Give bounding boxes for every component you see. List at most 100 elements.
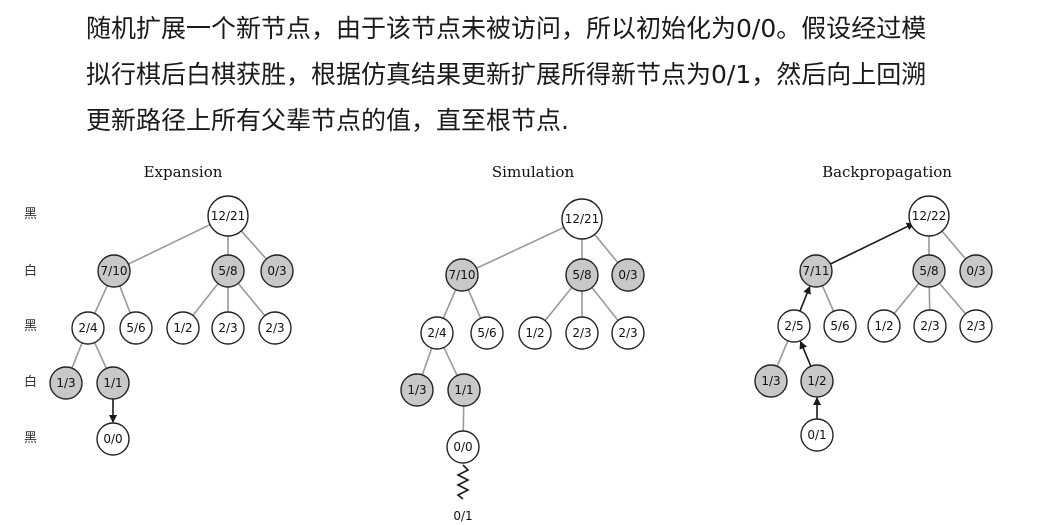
node-circle bbox=[800, 364, 834, 398]
tree-node: 1/2 bbox=[518, 316, 552, 350]
tree-edge bbox=[544, 286, 573, 322]
tree-node: 0/0 bbox=[96, 422, 130, 456]
tree-node: 1/1 bbox=[96, 366, 130, 400]
backprop-arrow bbox=[799, 285, 811, 312]
tree-node: 2/3 bbox=[611, 316, 645, 350]
node-circle bbox=[959, 254, 993, 288]
panel-title-expansion: Expansion bbox=[144, 163, 223, 181]
node-label: 5/8 bbox=[919, 264, 938, 278]
tree-node: 2/3 bbox=[959, 309, 993, 343]
node-circle bbox=[823, 309, 857, 343]
tree-node: 2/3 bbox=[211, 311, 245, 345]
node-circle bbox=[912, 254, 946, 288]
node-label: 12/21 bbox=[211, 209, 246, 223]
node-circle bbox=[207, 195, 249, 237]
tree-node: 12/21 bbox=[561, 198, 603, 240]
node-label: 5/8 bbox=[218, 264, 237, 278]
tree-edge bbox=[128, 222, 214, 265]
panels-layer: Expansion 12/21 7/10 5/8 0/3 2/4 5/6 1/2 2/3 2/3 1… bbox=[49, 163, 993, 523]
node-circle bbox=[913, 309, 947, 343]
row-label-white-2: 白 bbox=[24, 374, 37, 390]
node-label: 1/2 bbox=[807, 374, 826, 388]
tree-node: 0/3 bbox=[260, 254, 294, 288]
tree-node: 2/4 bbox=[420, 316, 454, 350]
node-label: 2/4 bbox=[78, 321, 97, 335]
node-label: 0/0 bbox=[103, 432, 122, 446]
tree-edge bbox=[476, 225, 568, 269]
node-label: 2/3 bbox=[572, 326, 591, 340]
node-label: 1/3 bbox=[56, 376, 75, 390]
tree-edge bbox=[938, 282, 967, 315]
node-circle bbox=[799, 254, 833, 288]
node-label: 0/3 bbox=[618, 268, 637, 282]
panel-title-simulation: Simulation bbox=[492, 163, 575, 181]
backprop-arrow bbox=[799, 340, 812, 367]
node-label: 12/21 bbox=[565, 212, 600, 226]
tree-node: 7/11 bbox=[799, 254, 833, 288]
node-circle bbox=[211, 254, 245, 288]
tree-edge bbox=[237, 282, 266, 317]
node-circle bbox=[97, 254, 131, 288]
tree-edge bbox=[893, 282, 920, 315]
node-label: 1/1 bbox=[103, 376, 122, 390]
node-label: 0/3 bbox=[267, 264, 286, 278]
node-circle bbox=[470, 316, 504, 350]
tree-node: 1/1 bbox=[447, 373, 481, 407]
tree-node: 2/3 bbox=[913, 309, 947, 343]
tree-node: 1/2 bbox=[800, 364, 834, 398]
tree-edge bbox=[467, 289, 482, 319]
node-circle bbox=[518, 316, 552, 350]
node-circle bbox=[400, 373, 434, 407]
node-label: 1/3 bbox=[407, 383, 426, 397]
tree-edge bbox=[71, 342, 83, 369]
tree-node: 12/21 bbox=[207, 195, 249, 237]
node-label: 2/3 bbox=[218, 321, 237, 335]
tree-edge bbox=[938, 227, 967, 260]
tree-edge bbox=[591, 230, 619, 264]
node-label: 5/6 bbox=[126, 321, 145, 335]
description-paragraph: 随机扩展一个新节点，由于该节点未被访问，所以初始化为0/0。假设经过模 拟行棋后… bbox=[86, 6, 1046, 144]
node-label: 1/1 bbox=[454, 383, 473, 397]
node-circle bbox=[96, 422, 130, 456]
node-label: 2/3 bbox=[966, 319, 985, 333]
tree-node: 2/3 bbox=[565, 316, 599, 350]
tree-node: 5/6 bbox=[119, 311, 153, 345]
tree-edge bbox=[821, 285, 835, 312]
row-label-black-3: 黑 bbox=[24, 431, 37, 446]
tree-node: 1/3 bbox=[49, 366, 83, 400]
panel-expansion: Expansion 12/21 7/10 5/8 0/3 2/4 5/6 1/2 2/3 2/3 1… bbox=[49, 163, 294, 456]
node-label: 7/10 bbox=[101, 264, 128, 278]
node-label: 0/1 bbox=[807, 428, 826, 442]
tree-edge bbox=[119, 285, 131, 314]
tree-edge bbox=[442, 289, 457, 319]
row-labels: 黑 白 黑 白 黑 bbox=[24, 207, 37, 446]
tree-node: 1/2 bbox=[166, 311, 200, 345]
node-circle bbox=[959, 309, 993, 343]
node-circle bbox=[447, 373, 481, 407]
node-circle bbox=[420, 316, 454, 350]
node-label: 2/4 bbox=[427, 326, 446, 340]
node-circle bbox=[908, 195, 950, 237]
tree-node: 0/1 bbox=[800, 418, 834, 452]
tree-node: 12/22 bbox=[908, 195, 950, 237]
node-label: 5/8 bbox=[572, 268, 591, 282]
node-label: 12/22 bbox=[912, 209, 947, 223]
tree-node: 1/2 bbox=[867, 309, 901, 343]
tree-node: 0/0 bbox=[446, 430, 480, 464]
node-label: 2/5 bbox=[784, 319, 803, 333]
node-circle bbox=[258, 311, 292, 345]
tree-node: 5/6 bbox=[470, 316, 504, 350]
paragraph-line-3: 更新路径上所有父辈节点的值，直至根节点. bbox=[86, 106, 569, 135]
tree-edge bbox=[93, 285, 109, 314]
tree-node: 2/4 bbox=[71, 311, 105, 345]
node-circle bbox=[611, 258, 645, 292]
node-label: 5/6 bbox=[477, 326, 496, 340]
tree-node: 7/10 bbox=[445, 258, 479, 292]
tree-node: 2/3 bbox=[258, 311, 292, 345]
node-label: 1/2 bbox=[874, 319, 893, 333]
node-circle bbox=[260, 254, 294, 288]
tree-edge bbox=[421, 347, 433, 376]
